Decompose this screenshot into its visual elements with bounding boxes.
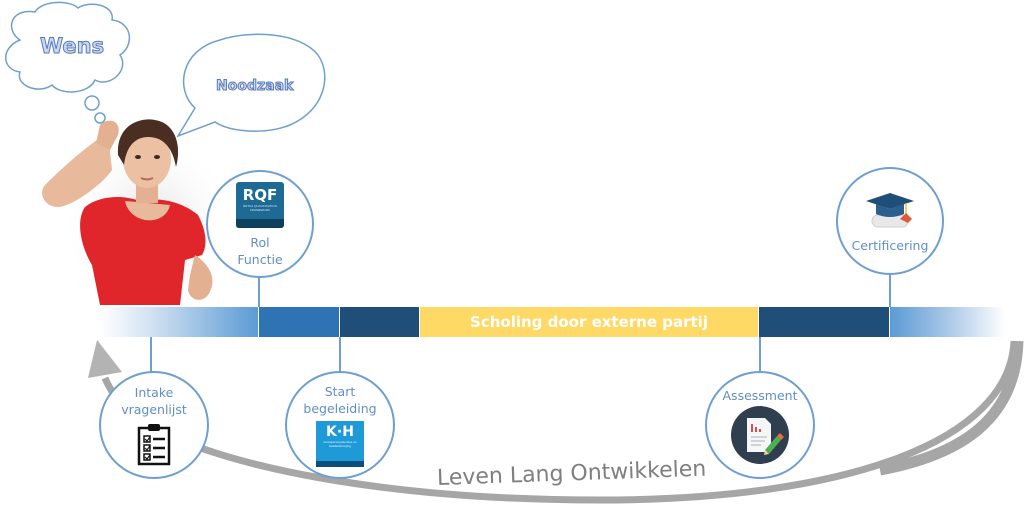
connector-role [258,276,260,307]
connector-certification [889,272,891,307]
connector-assessment [759,337,761,373]
milestone-certification: Certificering [836,167,944,275]
milestone-label: Intake vragenlijst [121,385,187,417]
milestone-assessment: Assessment [705,371,815,479]
milestone-label: Certificering [851,237,929,253]
timeline-segment-role [259,307,339,337]
connector-guidance [339,337,341,373]
cycle-arrowhead [88,340,122,378]
milestone-role-function: RQF RETAIL QUALIFICATION FRAMEWORK Rol F… [206,170,314,278]
connector-intake [150,337,152,373]
speech-bubble [176,33,326,138]
timeline-segment-guidance [340,307,419,337]
timeline-segment-certification [890,307,1005,337]
thinking-woman-image [42,119,230,310]
cycle-arc-thick-end [878,340,1024,476]
rqf-logo-icon: RQF RETAIL QUALIFICATION FRAMEWORK [236,182,284,228]
milestone-label: Rol Functie [237,235,283,267]
graduation-cap-diploma-icon [866,192,914,227]
milestone-label: Start begeleiding [303,384,377,416]
report-pencil-icon [731,405,789,464]
milestone-start-guidance: Start begeleiding K·H beroepscompetentie… [285,371,395,479]
milestone-intake-questionnaire: Intake vragenlijst [99,371,209,479]
speech-text: Noodzaak [215,78,294,95]
timeline-segment-training: Scholing door externe partij [420,307,758,337]
milestone-label: Assessment [722,387,798,403]
timeline-segment-assessment [759,307,889,337]
timeline-segment-intake [100,307,258,337]
clipboard-checklist-icon [137,424,171,466]
thought-text: Wens [39,34,105,59]
training-label: Scholing door externe partij [470,313,708,331]
kh-logo-icon: K·H beroepscompetenties en kwaliteitszor… [316,421,364,467]
